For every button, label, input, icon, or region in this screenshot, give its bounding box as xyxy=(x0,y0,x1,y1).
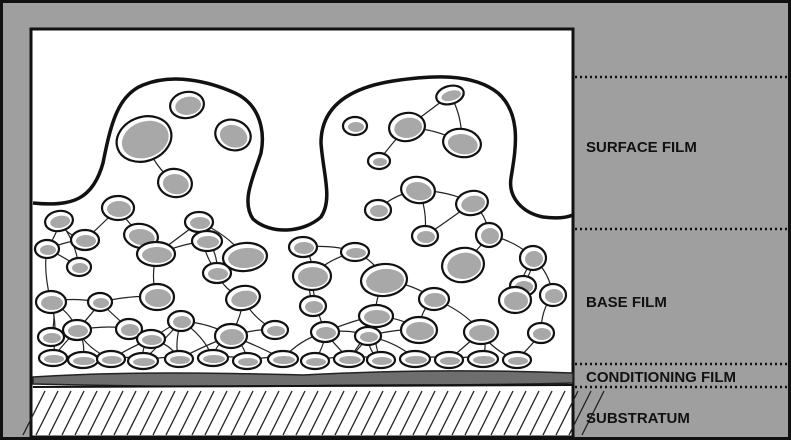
bacterial-cell xyxy=(140,284,174,310)
bacterial-cell xyxy=(365,200,391,220)
bacterial-cell xyxy=(301,353,329,369)
bacterial-cell xyxy=(503,352,531,368)
bacterial-cell xyxy=(128,353,158,369)
bacterial-cell xyxy=(368,153,390,169)
bacterial-cell xyxy=(401,317,437,343)
bacterial-cell xyxy=(68,352,98,368)
bacterial-cell xyxy=(435,352,463,368)
bacterial-cell xyxy=(71,230,99,250)
bacterial-cell xyxy=(400,351,430,367)
bacterial-cell xyxy=(359,305,393,327)
bacterial-cell xyxy=(262,321,288,339)
bacterial-cell xyxy=(203,263,231,283)
bacterial-cell xyxy=(97,351,125,367)
label-surface-film: SURFACE FILM xyxy=(586,139,697,156)
label-conditioning-film: CONDITIONING FILM xyxy=(586,369,736,386)
bacterial-cell xyxy=(419,288,449,310)
bacterial-cell xyxy=(468,351,498,367)
bacterial-cell xyxy=(36,291,66,313)
bacterial-cell xyxy=(168,311,194,331)
biofilm-diagram: SURFACE FILM BASE FILM CONDITIONING FILM… xyxy=(3,3,788,437)
bacterial-cell xyxy=(165,351,193,367)
bacterial-cell xyxy=(215,324,247,348)
bacterial-cell xyxy=(293,262,331,290)
bacterial-cell xyxy=(192,231,222,251)
bacterial-cell xyxy=(355,327,381,345)
bacterial-cell xyxy=(137,242,175,266)
bacterial-cell xyxy=(88,293,112,311)
bacterial-cell xyxy=(367,352,395,368)
bacterial-cell xyxy=(528,323,554,343)
bacterial-cell xyxy=(63,320,91,340)
bacterial-cell xyxy=(343,117,367,135)
bacterial-cell xyxy=(341,243,369,261)
bacterial-cell xyxy=(300,296,326,316)
bacterial-cell xyxy=(289,237,317,257)
bacterial-cell xyxy=(35,240,59,258)
bacterial-cell xyxy=(233,353,261,369)
label-base-film: BASE FILM xyxy=(586,294,667,311)
bacterial-cell xyxy=(476,223,502,247)
bacterial-cell xyxy=(198,350,228,366)
bacterial-cell xyxy=(102,196,134,220)
bacterial-cell xyxy=(311,322,339,342)
bacterial-cell xyxy=(39,350,67,366)
bacterial-cell xyxy=(38,328,64,346)
bacterial-cell xyxy=(268,351,298,367)
bacterial-cell xyxy=(334,351,364,367)
bacterial-cell xyxy=(540,284,566,306)
bacterial-cell xyxy=(67,258,91,276)
label-substratum: SUBSTRATUM xyxy=(586,410,690,427)
bacterial-cell xyxy=(464,320,498,344)
bacterial-cell xyxy=(412,226,438,246)
bacterial-cell xyxy=(137,330,165,348)
bacterial-cell xyxy=(520,246,546,270)
bacterial-cell xyxy=(499,287,531,313)
bacterial-cell xyxy=(185,212,213,232)
